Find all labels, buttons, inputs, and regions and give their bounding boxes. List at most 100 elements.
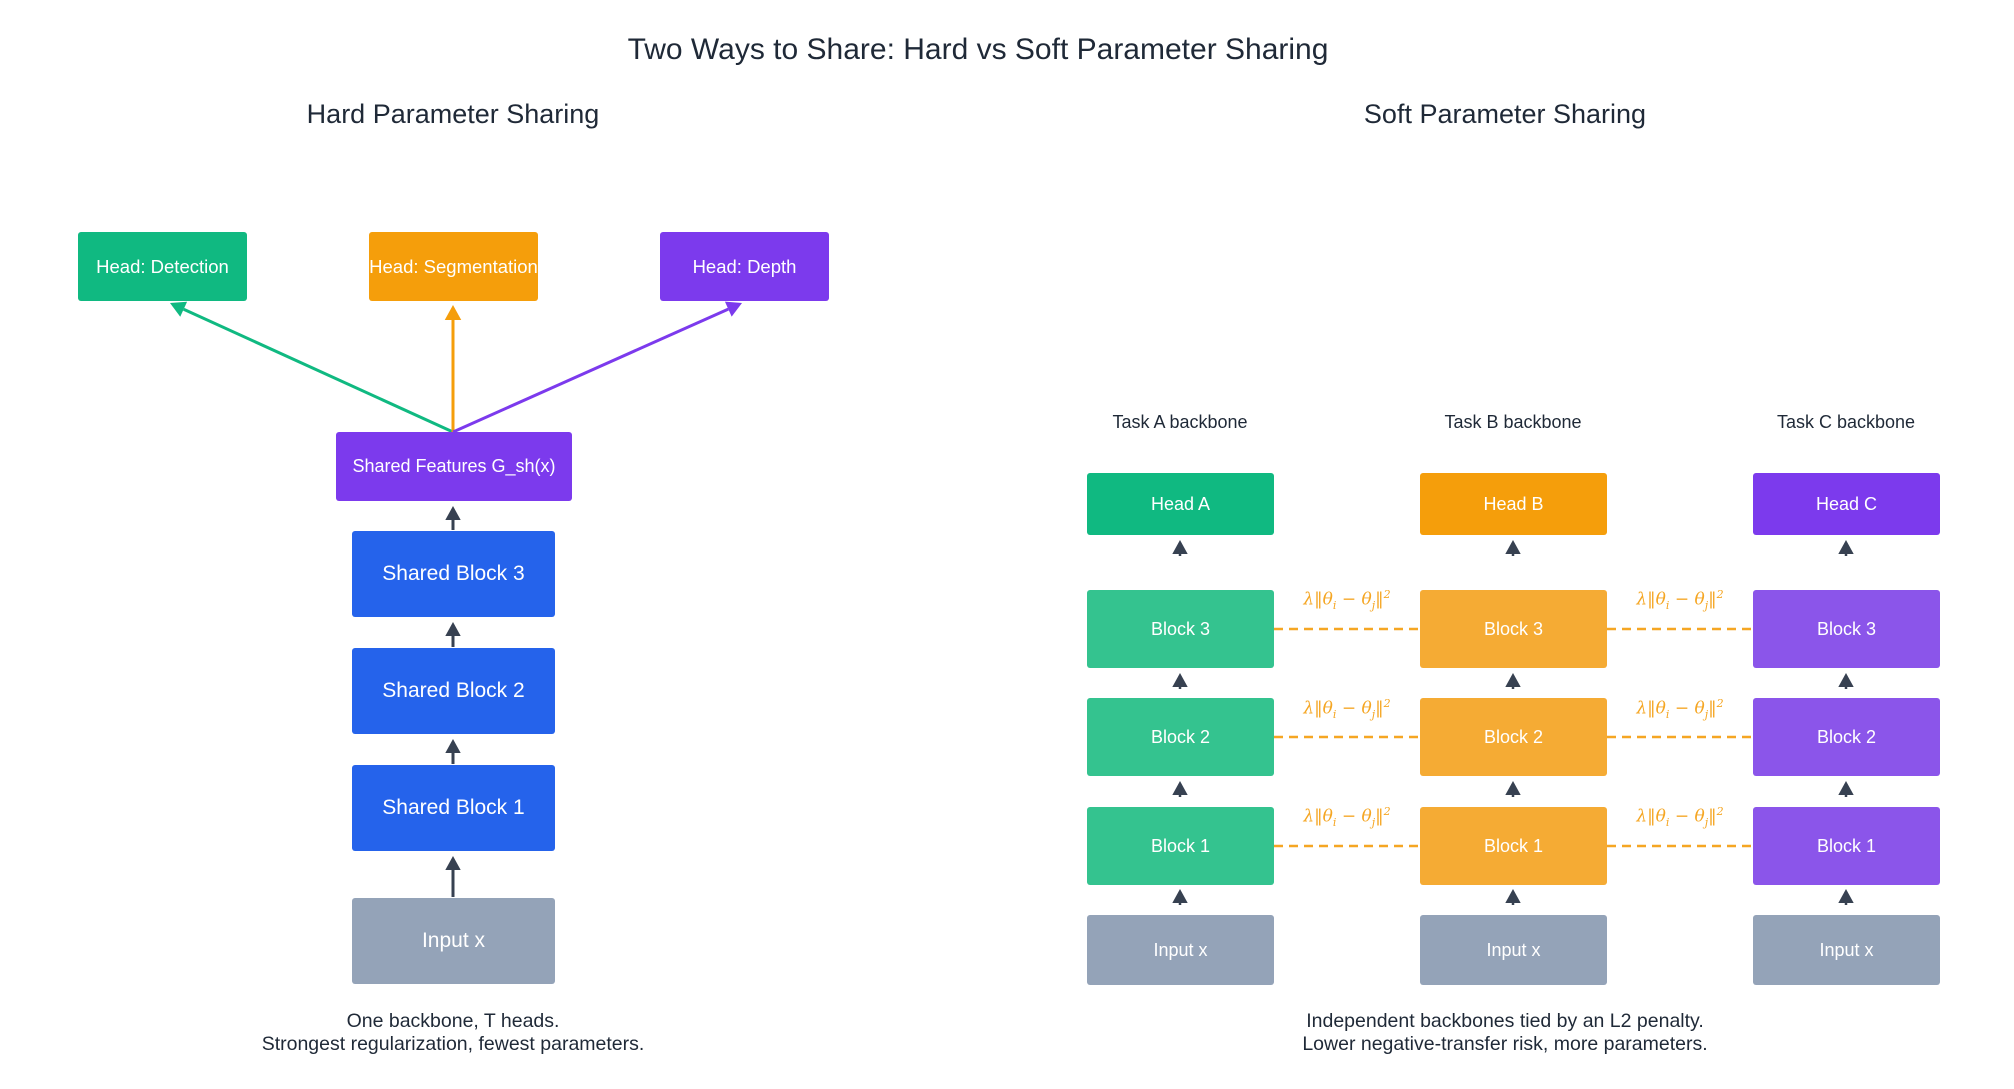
hard-caption: One backbone, T heads. Strongest regular… — [262, 1010, 645, 1056]
arrow-to-depth-line — [452, 307, 729, 434]
hard-caption-line-1: One backbone, T heads. — [346, 1010, 560, 1032]
hard-caption-line-2: Strongest regularization, fewest paramet… — [261, 1033, 645, 1055]
task-b-block-1: Block 1 — [1420, 807, 1607, 885]
index-j: j — [1371, 816, 1376, 830]
penalty-label-bc-1: λ‖θi − θj‖2 — [1636, 805, 1724, 830]
arrow-c-to-head-arrowhead — [1838, 540, 1854, 554]
lambda-symbol: λ — [1636, 806, 1648, 827]
theta-symbol: θ — [1655, 589, 1666, 610]
index-i: i — [1665, 708, 1670, 722]
theta-symbol: θ — [1322, 698, 1333, 719]
arrow-b-block2-to-block3-arrowhead — [1505, 673, 1521, 687]
task-a-input: Input x — [1087, 915, 1274, 985]
task-b-block-3: Block 3 — [1420, 590, 1607, 668]
exponent: 2 — [1716, 588, 1724, 601]
task-a-block-3: Block 3 — [1087, 590, 1274, 668]
head-segmentation-box: Head: Segmentation — [369, 232, 538, 301]
hard-panel-title: Hard Parameter Sharing — [306, 99, 600, 129]
arrow-block2-to-block3-arrowhead — [445, 622, 461, 636]
theta-symbol: θ — [1694, 589, 1705, 610]
penalty-label-ab-3: λ‖θi − θj‖2 — [1303, 588, 1391, 613]
task-a-block-2: Block 2 — [1087, 698, 1274, 776]
arrow-to-detection-arrowhead — [170, 301, 188, 317]
index-j: j — [1704, 816, 1709, 830]
shared-block-1: Shared Block 1 — [352, 765, 555, 851]
theta-symbol: θ — [1322, 806, 1333, 827]
arrow-a-block2-to-block3-arrowhead — [1172, 673, 1188, 687]
index-i: i — [1332, 599, 1337, 613]
task-b-title: Task B backbone — [1444, 412, 1582, 432]
index-i: i — [1665, 599, 1670, 613]
index-j: j — [1704, 599, 1709, 613]
arrow-b-input-to-block1-arrowhead — [1505, 889, 1521, 903]
task-a-block-1: Block 1 — [1087, 807, 1274, 885]
arrow-c-input-to-block1-arrowhead — [1838, 889, 1854, 903]
penalty-label-ab-2: λ‖θi − θj‖2 — [1303, 697, 1391, 722]
index-j: j — [1371, 599, 1376, 613]
soft-caption-line-2: Lower negative-transfer risk, more param… — [1302, 1033, 1708, 1055]
head-a-box: Head A — [1087, 473, 1274, 535]
shared-block-2: Shared Block 2 — [352, 648, 555, 734]
task-c-block-2: Block 2 — [1753, 698, 1940, 776]
shared-features-box: Shared Features G_sh(x) — [336, 432, 572, 501]
index-j: j — [1371, 708, 1376, 722]
task-a-title: Task A backbone — [1112, 412, 1248, 432]
head-detection-box: Head: Detection — [78, 232, 247, 301]
exponent: 2 — [1383, 588, 1391, 601]
lambda-symbol: λ — [1303, 698, 1315, 719]
index-j: j — [1704, 708, 1709, 722]
lambda-symbol: λ — [1303, 806, 1315, 827]
arrow-block1-to-block2-arrowhead — [445, 739, 461, 753]
penalty-label-bc-2: λ‖θi − θj‖2 — [1636, 697, 1724, 722]
theta-symbol: θ — [1361, 698, 1372, 719]
arrow-to-segmentation-arrowhead — [444, 305, 462, 320]
exponent: 2 — [1716, 805, 1724, 818]
lambda-symbol: λ — [1636, 698, 1648, 719]
theta-symbol: θ — [1361, 589, 1372, 610]
shared-block-3: Shared Block 3 — [352, 531, 555, 617]
task-c-block-3: Block 3 — [1753, 590, 1940, 668]
task-b-block-2: Block 2 — [1420, 698, 1607, 776]
index-i: i — [1332, 816, 1337, 830]
penalty-label-bc-3: λ‖θi − θj‖2 — [1636, 588, 1724, 613]
arrow-a-to-head-arrowhead — [1172, 540, 1188, 554]
arrow-c-block2-to-block3-arrowhead — [1838, 673, 1854, 687]
theta-symbol: θ — [1694, 698, 1705, 719]
theta-symbol: θ — [1655, 698, 1666, 719]
soft-panel-title: Soft Parameter Sharing — [1363, 99, 1647, 129]
page-title: Two Ways to Share: Hard vs Soft Paramete… — [627, 33, 1329, 66]
exponent: 2 — [1383, 805, 1391, 818]
arrow-to-depth-arrowhead — [724, 301, 742, 317]
head-c-box: Head C — [1753, 473, 1940, 535]
arrow-a-block1-to-block2-arrowhead — [1172, 781, 1188, 795]
exponent: 2 — [1383, 697, 1391, 710]
arrow-to-detection-line — [183, 307, 454, 434]
task-c-block-1: Block 1 — [1753, 807, 1940, 885]
lambda-symbol: λ — [1636, 589, 1648, 610]
soft-caption-line-1: Independent backbones tied by an L2 pena… — [1306, 1010, 1704, 1032]
head-b-box: Head B — [1420, 473, 1607, 535]
arrow-input-to-block1-arrowhead — [445, 856, 461, 870]
head-depth-box: Head: Depth — [660, 232, 829, 301]
task-c-input: Input x — [1753, 915, 1940, 985]
penalty-label-ab-1: λ‖θi − θj‖2 — [1303, 805, 1391, 830]
theta-symbol: θ — [1361, 806, 1372, 827]
arrow-c-block1-to-block2-arrowhead — [1838, 781, 1854, 795]
hard-input-box: Input x — [352, 898, 555, 984]
theta-symbol: θ — [1655, 806, 1666, 827]
index-i: i — [1332, 708, 1337, 722]
soft-caption: Independent backbones tied by an L2 pena… — [1302, 1010, 1707, 1056]
arrow-b-to-head-arrowhead — [1505, 540, 1521, 554]
task-b-input: Input x — [1420, 915, 1607, 985]
index-i: i — [1665, 816, 1670, 830]
exponent: 2 — [1716, 697, 1724, 710]
theta-symbol: θ — [1694, 806, 1705, 827]
arrow-a-input-to-block1-arrowhead — [1172, 889, 1188, 903]
theta-symbol: θ — [1322, 589, 1333, 610]
lambda-symbol: λ — [1303, 589, 1315, 610]
arrow-b-block1-to-block2-arrowhead — [1505, 781, 1521, 795]
arrow-block3-to-features-arrowhead — [445, 506, 461, 520]
task-c-title: Task C backbone — [1776, 412, 1916, 432]
